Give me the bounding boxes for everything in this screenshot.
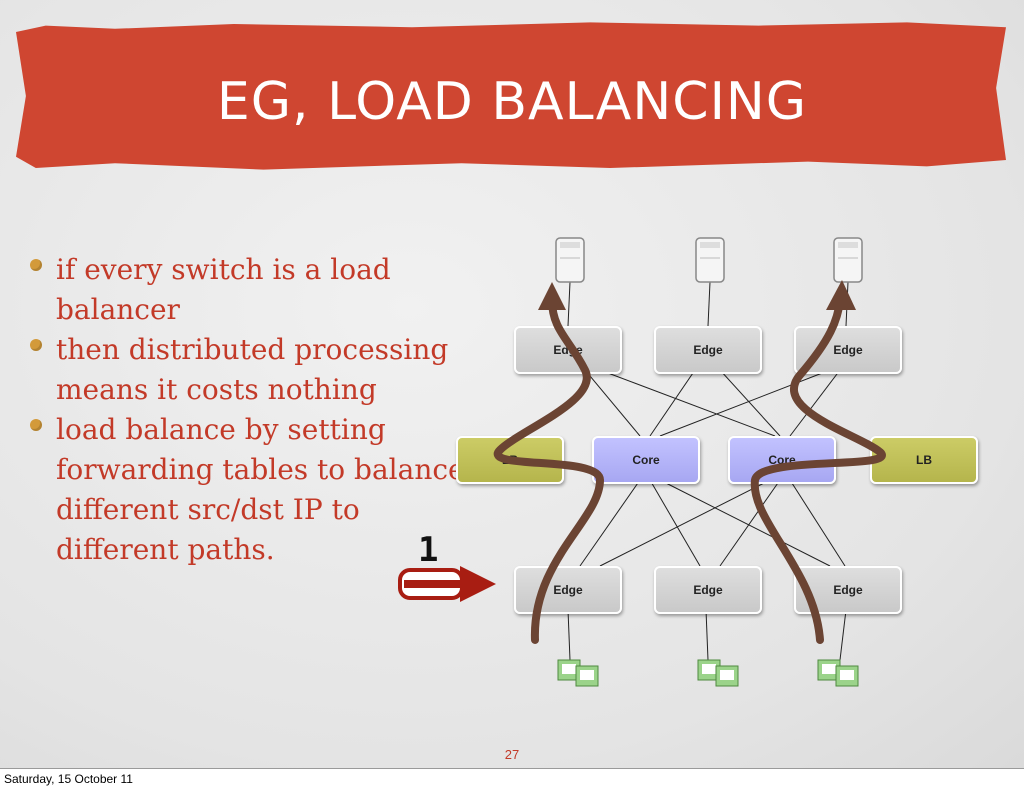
link-line (789, 369, 841, 437)
link-line (659, 479, 831, 567)
bullet-dot-icon (30, 259, 42, 271)
edge-switch-bottom-1: Edge (514, 566, 622, 614)
link-line (705, 609, 709, 661)
server-icon (555, 237, 585, 283)
footer-bar: Saturday, 15 October 11 (0, 768, 1024, 789)
bullet-list: if every switch is a load balancer then … (30, 250, 470, 570)
bullet-item: then distributed processing means it cos… (30, 330, 470, 410)
network-diagram (555, 237, 863, 687)
link-line (659, 369, 831, 437)
link-line (649, 479, 701, 567)
core-switch-1: Core (592, 436, 700, 484)
server-icon (833, 237, 863, 283)
server-icon (695, 237, 725, 283)
bullet-dot-icon (30, 419, 42, 431)
footer-date: Saturday, 15 October 11 (4, 772, 133, 786)
slide-title: EG, LOAD BALANCING (216, 72, 808, 132)
link-line (599, 369, 776, 437)
link-line (579, 479, 641, 567)
link-line (567, 609, 571, 661)
arrowhead-icon (826, 280, 856, 310)
link-line (707, 281, 711, 327)
flow-path-left (493, 296, 605, 644)
arrowhead-icon (538, 282, 566, 310)
load-balancer-right: LB (870, 436, 978, 484)
bullet-item: if every switch is a load balancer (30, 250, 470, 330)
link-line (599, 479, 771, 567)
computer-icon (697, 659, 739, 687)
link-line (719, 479, 781, 567)
link-line (567, 281, 571, 327)
step-number: 1 (418, 530, 439, 570)
edge-switch-bottom-2: Edge (654, 566, 762, 614)
page-number: 27 (504, 747, 520, 762)
link-line (584, 369, 641, 437)
link-line (649, 369, 696, 437)
flow-path-right (750, 296, 886, 644)
title-banner (16, 22, 1006, 170)
bullet-dot-icon (30, 339, 42, 351)
edge-switch-top-2: Edge (654, 326, 762, 374)
flow-paths (398, 280, 886, 644)
step-arrow-icon (398, 566, 496, 602)
bullet-item: load balance by setting forwarding table… (30, 410, 470, 570)
computer-icon (557, 659, 599, 687)
link-line (719, 369, 781, 437)
computer-icon (817, 659, 859, 687)
link-line (839, 609, 847, 661)
slide: EG, LOAD BALANCING if every switch is a … (0, 0, 1024, 768)
link-line (789, 479, 846, 567)
